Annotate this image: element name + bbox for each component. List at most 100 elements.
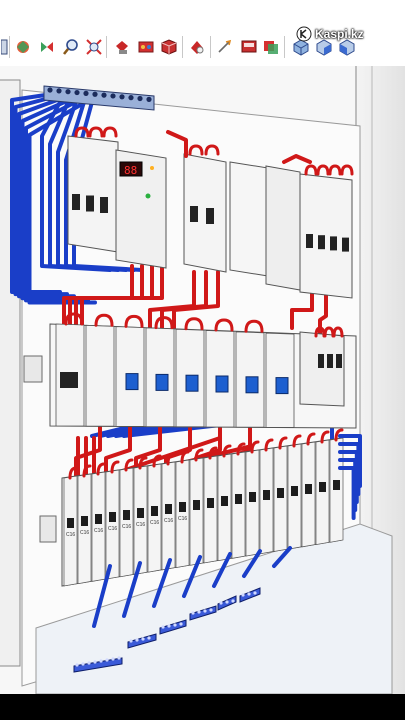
- door-hinge-top: [23, 355, 43, 383]
- breaker: [147, 463, 162, 573]
- scene-button[interactable]: [240, 38, 258, 56]
- layers-icon: [264, 41, 278, 54]
- breaker-rating-label: C16: [66, 532, 75, 538]
- breaker: [287, 443, 302, 550]
- wire: [320, 430, 330, 444]
- wire: [334, 428, 344, 442]
- wire: [20, 96, 83, 301]
- wire: [272, 546, 292, 568]
- neutral-busbar: [43, 85, 155, 111]
- kaspi-watermark: Kaspi.kz: [296, 26, 364, 42]
- zoom-extents-icon: [86, 39, 102, 55]
- door-hinge-bottom: [39, 515, 57, 543]
- wire: [323, 326, 335, 338]
- wire: [64, 312, 84, 326]
- wire: [278, 436, 288, 450]
- breaker: [119, 467, 134, 578]
- wire: [194, 448, 204, 462]
- wire: [250, 440, 260, 454]
- wire: [188, 144, 204, 156]
- wire: [74, 126, 90, 138]
- section-icon: [218, 39, 232, 53]
- wire: [80, 264, 164, 328]
- breaker: [273, 445, 288, 552]
- wire: [204, 144, 220, 156]
- breaker-rating-label: C16: [178, 516, 187, 522]
- wire: [17, 94, 76, 299]
- side-view-icon: [339, 39, 355, 56]
- wire: [138, 456, 148, 470]
- breaker: [63, 475, 78, 587]
- breaker: [329, 437, 344, 543]
- breaker: [259, 447, 274, 555]
- wire: [222, 444, 232, 458]
- materials-icon: [138, 41, 154, 53]
- styles-icon: [191, 41, 204, 54]
- section-plane-button[interactable]: [216, 38, 234, 56]
- breaker-rating-label: C16: [136, 522, 145, 528]
- neutral-terminal-blocks: [73, 587, 261, 673]
- wire: [124, 458, 134, 472]
- toolbar-separator: [210, 36, 211, 58]
- wire: [172, 270, 220, 330]
- zoom-icon: [62, 39, 78, 55]
- wire: [290, 292, 314, 330]
- materials-button[interactable]: [137, 38, 155, 56]
- wire: [316, 164, 330, 176]
- wire: [102, 126, 118, 138]
- breaker: [301, 441, 316, 548]
- breaker: [91, 471, 106, 582]
- wire: [184, 317, 204, 331]
- breaker-rating-label: C16: [122, 524, 131, 530]
- wire: [94, 313, 114, 327]
- breaker: [133, 465, 148, 575]
- side-view-button[interactable]: [338, 38, 356, 56]
- layers-button[interactable]: [262, 38, 280, 56]
- pan-tool-button[interactable]: [14, 38, 32, 56]
- pan-icon: [17, 41, 29, 53]
- watermark-text: Kaspi.kz: [315, 27, 364, 41]
- select-tool-button[interactable]: [1, 38, 19, 56]
- wire: [13, 93, 69, 297]
- wire: [180, 450, 190, 464]
- breaker: [231, 451, 246, 559]
- wire: [214, 318, 234, 332]
- wire: [92, 564, 112, 628]
- paint-icon: [116, 41, 128, 54]
- paint-bucket-button[interactable]: [113, 38, 131, 56]
- wire: [244, 319, 264, 333]
- styles-button[interactable]: [188, 38, 206, 56]
- zoom-tool-button[interactable]: [62, 38, 80, 56]
- wire: [292, 434, 302, 448]
- wire: [332, 326, 344, 338]
- components-icon: [161, 39, 177, 55]
- breaker: [105, 469, 120, 580]
- wire: [152, 454, 162, 468]
- top-device-row: 88: [67, 126, 354, 299]
- wire: [88, 126, 104, 138]
- wire: [182, 555, 202, 598]
- wire: [338, 466, 356, 520]
- wire: [208, 446, 218, 460]
- breaker: [245, 449, 260, 557]
- breaker-rating-label: C16: [108, 526, 117, 532]
- toolbar-separator: [182, 36, 183, 58]
- rotate-tool-button[interactable]: [38, 38, 56, 56]
- wire: [122, 561, 142, 618]
- wire: [104, 424, 132, 478]
- breaker-rating-label: C16: [150, 520, 159, 526]
- zoom-extents-button[interactable]: [85, 38, 103, 56]
- breaker: [161, 461, 176, 571]
- wire: [68, 466, 78, 480]
- front-view-button[interactable]: [315, 38, 333, 56]
- wire: [152, 558, 172, 608]
- wire: [154, 316, 174, 330]
- breaker-rating-label: C16: [80, 530, 89, 536]
- relay-display: [119, 161, 143, 177]
- wire: [282, 154, 312, 164]
- components-button[interactable]: [160, 38, 178, 56]
- wire: [306, 432, 316, 446]
